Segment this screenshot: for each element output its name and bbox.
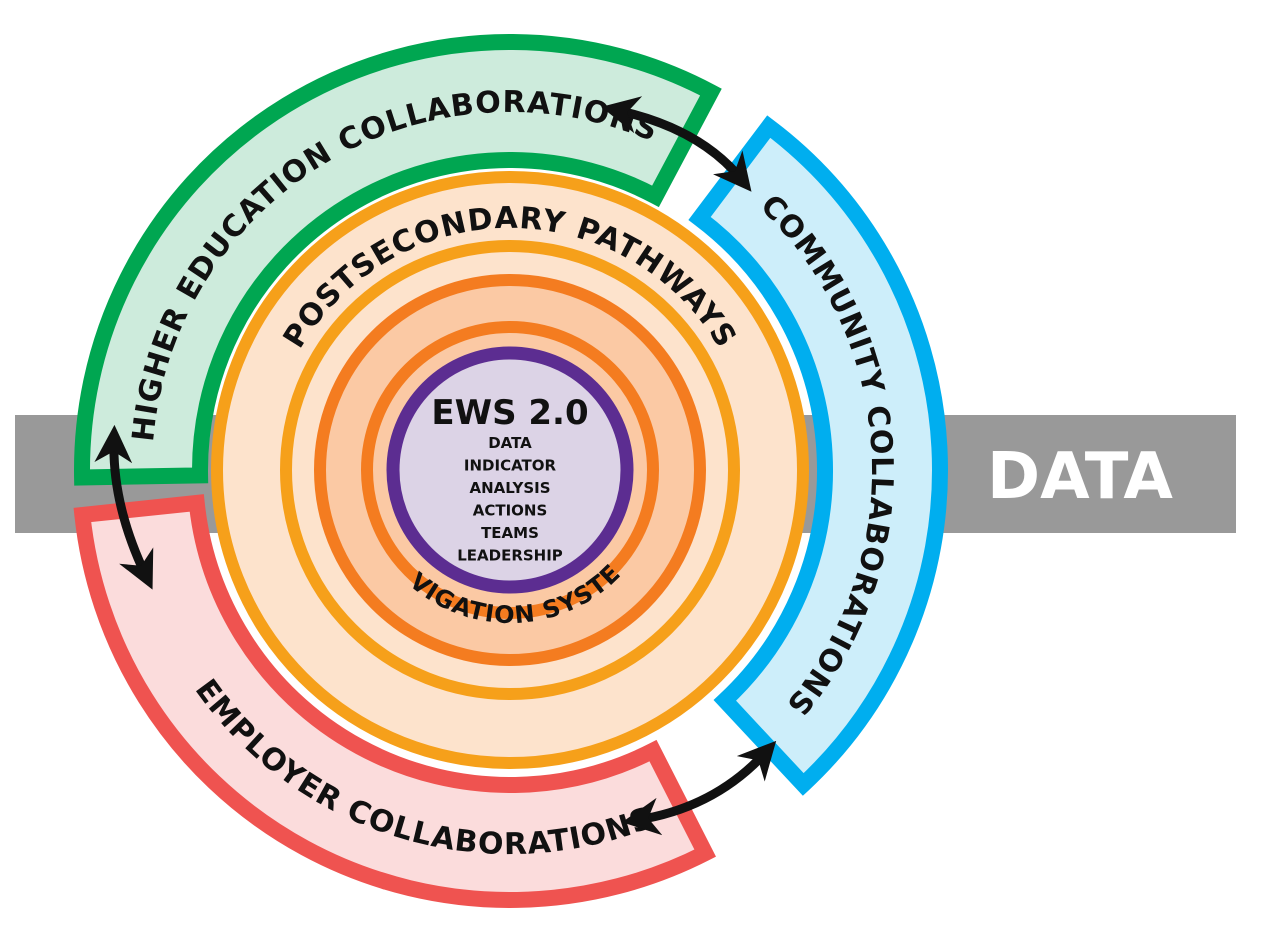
community-arc	[688, 115, 948, 796]
core-title: EWS 2.0	[431, 393, 588, 433]
core-item: DATA	[488, 434, 532, 452]
data-bar-label: DATA	[987, 440, 1173, 514]
core-item: LEADERSHIP	[457, 547, 563, 565]
core-item: ANALYSIS	[469, 479, 550, 497]
ews-core-circle	[386, 346, 634, 594]
employer-arc	[73, 494, 716, 908]
postsecondary-pathways-inner-ring	[280, 240, 740, 700]
core-item: ACTIONS	[473, 502, 548, 520]
core-item-list: DATA INDICATOR ANALYSIS ACTIONS TEAMS LEADERS…	[457, 434, 563, 565]
arrow-higher-employer	[94, 424, 154, 590]
navigation-system-inner-ring	[361, 321, 659, 619]
arrow-employer-community	[622, 740, 777, 836]
core-item: TEAMS	[481, 524, 539, 542]
arrow-higher-community	[601, 96, 752, 192]
higher-education-arc	[74, 34, 722, 486]
core-item: INDICATOR	[464, 457, 557, 475]
